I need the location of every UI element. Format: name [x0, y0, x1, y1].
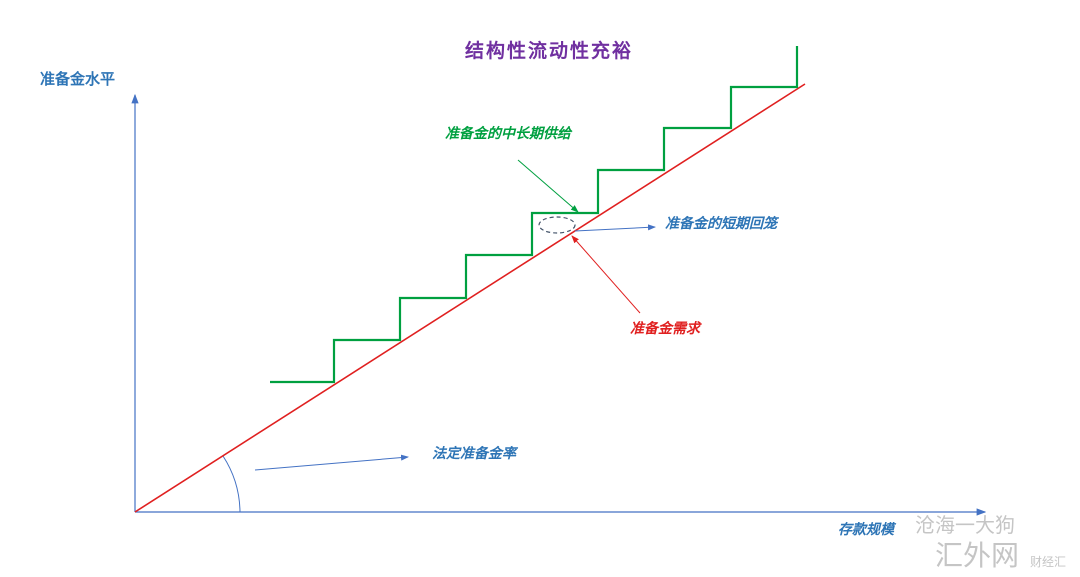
short-term-ellipse [538, 216, 576, 234]
short-term-label: 准备金的短期回笼 [665, 216, 777, 232]
watermark-author: 沧海一大狗 [915, 513, 1015, 537]
supply-label: 准备金的中长期供给 [445, 126, 571, 142]
watermark-site: 汇外网 [935, 539, 1020, 572]
demand-line [134, 83, 806, 513]
supply-arrow [517, 159, 579, 213]
short-term-arrow [574, 224, 656, 232]
x-axis-label: 存款规模 [838, 522, 894, 538]
reserve-ratio-label: 法定准备金率 [432, 446, 516, 462]
demand-arrow [571, 235, 641, 314]
demand-label: 准备金需求 [630, 321, 700, 337]
supply-staircase [270, 46, 799, 384]
diagram-title: 结构性流动性充裕 [465, 40, 634, 62]
reserve-ratio-arrow [254, 454, 409, 471]
watermark-sub: 财经汇 [1030, 555, 1067, 569]
y-axis-label: 准备金水平 [40, 70, 116, 88]
reserve-ratio-angle-arc [222, 455, 241, 513]
